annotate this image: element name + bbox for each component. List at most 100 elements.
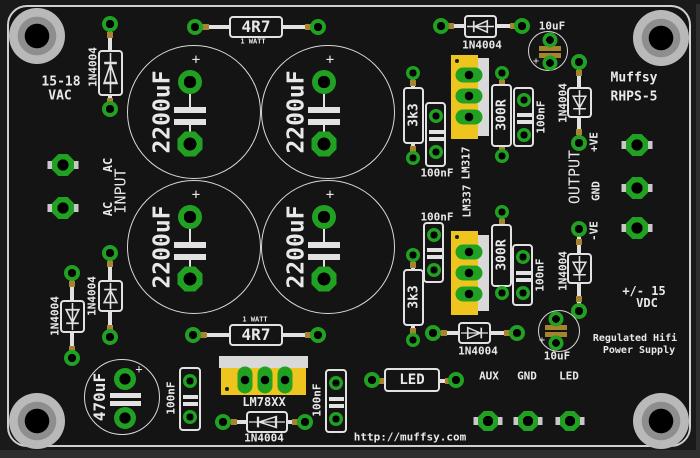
pad-hole	[455, 67, 483, 83]
diode-1N4004-body	[246, 411, 288, 433]
gold-tip	[200, 332, 207, 338]
gold-tip	[576, 129, 582, 135]
capacitor-10uF-value: 10uF	[543, 349, 571, 363]
cap-plate	[183, 402, 198, 406]
cap-plate	[516, 271, 531, 275]
diode-label: 1N4004	[462, 38, 502, 52]
lead	[323, 260, 325, 267]
cap-plate	[308, 119, 340, 125]
diode-symbol	[467, 19, 494, 34]
gold-tip	[499, 144, 505, 150]
pad-hole	[102, 16, 118, 32]
diode-symbol	[571, 90, 588, 115]
regulator-LM317-label: LM317	[459, 146, 473, 180]
capacitor-2200uF-outline	[261, 45, 395, 179]
capacitor-10uF-value: 10uF	[538, 19, 566, 33]
capacitor-2200uF-outline	[127, 180, 261, 314]
gold-tip	[379, 378, 385, 384]
pad-hole	[517, 93, 531, 107]
pin1-marker	[225, 387, 229, 391]
pad-hole	[183, 374, 197, 388]
lead	[323, 229, 325, 242]
pad-hole	[102, 329, 118, 345]
capacitor-100nF-value: 100nF	[533, 258, 547, 292]
gold-tip	[448, 23, 454, 29]
capacitor-2200uF-value: 2200uF	[149, 205, 176, 289]
diode-label: 1N4004	[556, 83, 570, 123]
gold-tip	[305, 24, 312, 30]
pad-tick	[497, 417, 503, 425]
pad-tick	[621, 224, 627, 232]
pad-hole	[626, 134, 648, 156]
pad-tick	[579, 417, 585, 425]
board-url: http://muffsy.com	[353, 430, 467, 444]
pad-tick	[647, 184, 653, 192]
cap-plate	[174, 242, 206, 248]
brand-line2: RHPS-5	[610, 89, 658, 105]
pad-hole	[571, 54, 587, 70]
pad-tick	[647, 224, 653, 232]
pad-hole	[429, 145, 443, 159]
pad-hole	[406, 151, 420, 165]
mounting-hole-top-left	[9, 8, 65, 64]
polarity-plus: +	[191, 52, 201, 68]
output-gnd-label: GND	[589, 181, 603, 201]
pad-hole	[478, 411, 498, 431]
pad-hole	[455, 109, 483, 125]
gold-tip	[504, 330, 510, 336]
gold-tip	[107, 261, 113, 267]
pad-hole	[64, 350, 80, 366]
diode-label: 1N4004	[556, 251, 570, 291]
pad-tick	[621, 141, 627, 149]
gold-tip	[499, 219, 505, 225]
pad-hole	[542, 55, 558, 71]
pad-hole	[329, 412, 343, 426]
pad-hole	[312, 205, 336, 229]
pad-hole	[495, 286, 509, 300]
resistor-4R7-value: 4R7	[241, 325, 271, 344]
pad-tick	[47, 161, 53, 169]
pad-hole	[517, 128, 531, 142]
resistor-4R7-body	[229, 324, 283, 346]
pad-hole	[114, 368, 136, 390]
polarity-plus: +	[135, 362, 143, 376]
pad-hole	[406, 66, 420, 80]
pad-hole	[548, 311, 564, 327]
resistor-4R7-body	[229, 16, 283, 38]
resistor-LED-body	[384, 368, 440, 392]
cap-plate	[174, 119, 206, 125]
resistor-LED-value: LED	[399, 372, 425, 388]
pad-hole	[548, 335, 564, 351]
diode-label: 1N4004	[244, 431, 284, 445]
diode-1N4004-body	[567, 87, 592, 118]
diode-label: 1N4004	[48, 296, 62, 336]
pad-hole	[571, 303, 587, 319]
capacitor-2200uF-outline	[261, 180, 395, 314]
pad-hole	[237, 366, 253, 394]
lead	[323, 94, 325, 107]
gold-tip	[576, 70, 582, 76]
resistor-300R-value: 300R	[494, 99, 510, 131]
polarity-plus: +	[325, 187, 335, 203]
board-edge-shadow	[696, 4, 700, 458]
pad-hole	[455, 244, 483, 260]
pad-hole	[102, 245, 118, 261]
diode-1N4004-body	[98, 280, 123, 312]
polarity-plus: +	[532, 56, 540, 67]
regulator-heatsink-tab	[219, 356, 308, 368]
cap-plate	[427, 255, 442, 259]
led-label: LED	[559, 369, 579, 383]
regulator-LM78XX-label: LM78XX	[242, 395, 286, 409]
pad-hole	[455, 286, 483, 302]
diode-symbol	[249, 415, 285, 429]
brand-line1: Muffsy	[610, 70, 658, 86]
gnd-label: GND	[517, 369, 537, 383]
pad-hole	[429, 109, 443, 123]
resistor-wattage: 1 WATT	[242, 315, 268, 324]
capacitor-2200uF-outline	[127, 45, 261, 179]
diode-label: 1N4004	[86, 47, 100, 87]
mounting-hole-bottom-right	[633, 393, 689, 449]
diode-symbol	[102, 283, 119, 309]
pad-hole	[64, 265, 80, 281]
mounting-hole-bottom-left	[9, 393, 65, 449]
